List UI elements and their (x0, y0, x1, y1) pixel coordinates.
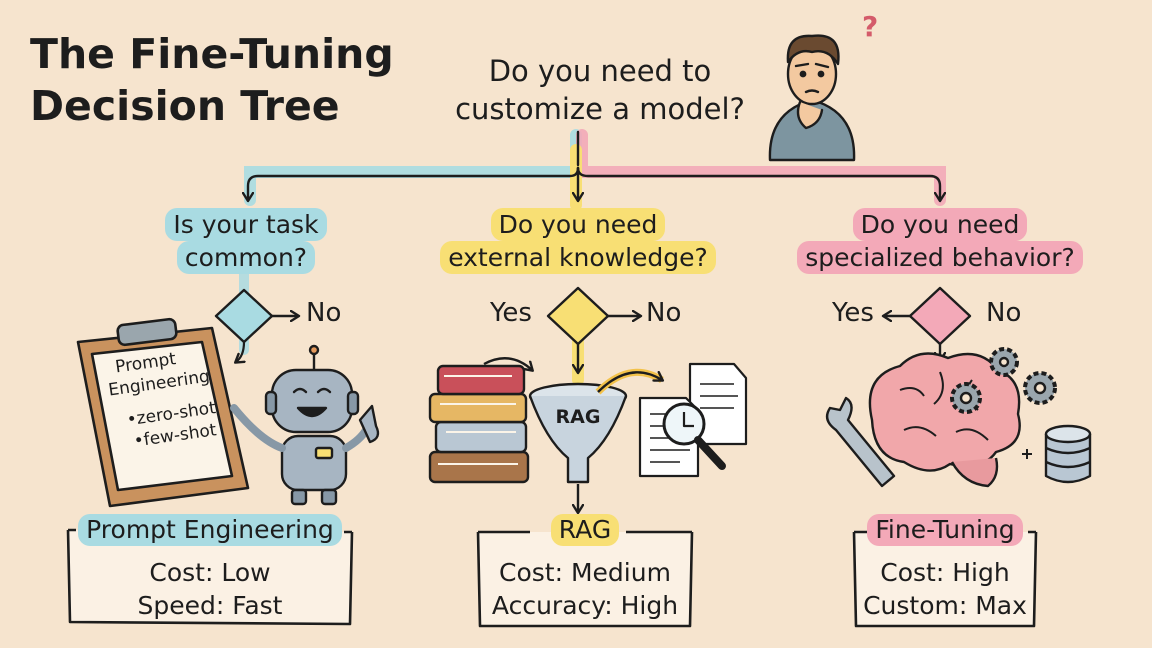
middle-no-label: No (646, 298, 682, 328)
left-result-title-text: Prompt Engineering (78, 514, 342, 546)
decision-diamond-left (214, 288, 298, 362)
middle-result-title-text: RAG (550, 514, 620, 546)
funnel-illustration (528, 368, 662, 484)
left-result-title: Prompt Engineering (70, 514, 350, 546)
clipboard-text: Prompt Engineering •zero-shot •few-shot (104, 344, 220, 455)
right-result-line-1: Cost: High (880, 558, 1010, 587)
right-result-title-text: Fine-Tuning (867, 514, 1023, 546)
right-result-title: Fine-Tuning (854, 514, 1036, 546)
right-question-line-2: specialized behavior? (797, 241, 1083, 274)
right-yes-label: Yes (832, 298, 874, 328)
result-box-frames (66, 528, 1038, 628)
left-result-line-1: Cost: Low (149, 558, 271, 587)
documents-illustration (638, 362, 748, 478)
books-stack-illustration (428, 357, 532, 484)
middle-question-line-2: external knowledge? (440, 241, 716, 274)
right-result-line-2: Custom: Max (863, 591, 1027, 620)
left-question-line-2: common? (176, 241, 316, 274)
left-result-line-2: Speed: Fast (137, 591, 283, 620)
robot-illustration (230, 344, 380, 506)
main-question-line-1: Do you need to (488, 54, 712, 88)
funnel-label: RAG (555, 406, 601, 428)
left-question-line-1: Is your task (165, 208, 327, 241)
main-question: Do you need to customize a model? (430, 52, 770, 128)
middle-yes-label: Yes (490, 298, 532, 328)
right-no-label: No (986, 298, 1022, 328)
wrench-icon (825, 396, 896, 488)
database-icon (1022, 424, 1092, 484)
decision-diamond-right (884, 286, 972, 360)
title-line-2: Decision Tree (30, 82, 340, 130)
middle-question-line-1: Do you need (490, 208, 666, 241)
diagram-title: The Fine-Tuning Decision Tree (30, 28, 394, 132)
left-no-label: No (306, 298, 342, 328)
clipboard-illustration (76, 317, 250, 508)
thinking-person-illustration (768, 34, 856, 162)
brain-illustration (868, 347, 1057, 488)
decision-diamond-middle (546, 286, 640, 512)
left-branch-question: Is your task common? (146, 208, 346, 274)
middle-result-title: RAG (478, 514, 692, 546)
main-connectors (248, 130, 940, 200)
middle-result-line-2: Accuracy: High (491, 591, 679, 620)
title-line-1: The Fine-Tuning (30, 30, 394, 78)
middle-result-line-1: Cost: Medium (499, 558, 671, 587)
thinking-question-mark: ? (862, 10, 879, 43)
right-branch-question: Do you need specialized behavior? (784, 208, 1096, 274)
right-question-line-1: Do you need (852, 208, 1028, 241)
middle-branch-question: Do you need external knowledge? (428, 208, 728, 274)
main-question-line-2: customize a model? (455, 92, 745, 126)
